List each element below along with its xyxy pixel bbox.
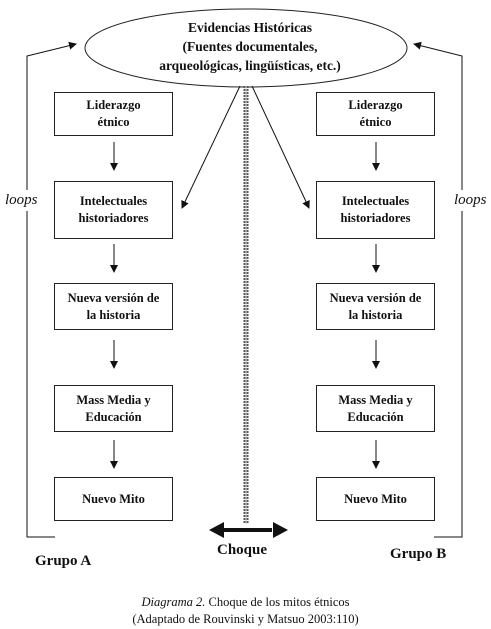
evidence-text: Evidencias Históricas (Fuentes documenta… — [100, 18, 400, 75]
evidence-arrow-left — [181, 85, 241, 209]
clash-double-arrow — [209, 522, 288, 538]
evidence-line-3: arqueológicas, lingüísticas, etc.) — [159, 58, 341, 73]
left-box-mass-media: Mass Media y Educación — [54, 385, 173, 432]
loops-left-label: loops — [3, 190, 40, 211]
caption-line-1: Diagrama 2. Choque de los mitos étnicos — [0, 594, 491, 611]
clash-label: Choque — [217, 542, 268, 558]
caption-source: (Adaptado de Rouvinski y Matsuo 2003:110… — [132, 612, 359, 626]
evidence-line-1: Evidencias Históricas — [187, 20, 313, 35]
caption-label: Diagrama 2. — [141, 595, 206, 609]
right-box-new-history: Nueva versión de la historia — [316, 283, 435, 330]
right-box-intellectuals: Intelectuales historiadores — [316, 181, 435, 239]
evidence-line-2: (Fuentes documentales, — [182, 39, 318, 54]
left-box-intellectuals: Intelectuales historiadores — [54, 181, 173, 239]
caption-title: Choque de los mitos étnicos — [205, 595, 350, 609]
loop-left-line — [26, 41, 77, 538]
left-box-new-myth: Nuevo Mito — [54, 477, 173, 521]
evidence-arrow-right — [251, 85, 310, 209]
right-box-new-myth: Nuevo Mito — [316, 477, 435, 521]
right-box-leadership: Liderazgo étnico — [316, 92, 435, 136]
loop-right-line — [413, 41, 463, 538]
group-a-label: Grupo A — [35, 553, 92, 569]
right-box-mass-media: Mass Media y Educación — [316, 385, 435, 432]
group-b-label: Grupo B — [390, 546, 447, 562]
left-box-new-history: Nueva versión de la historia — [54, 283, 173, 330]
loops-right-label: loops — [452, 190, 489, 211]
left-box-leadership: Liderazgo étnico — [54, 92, 173, 136]
